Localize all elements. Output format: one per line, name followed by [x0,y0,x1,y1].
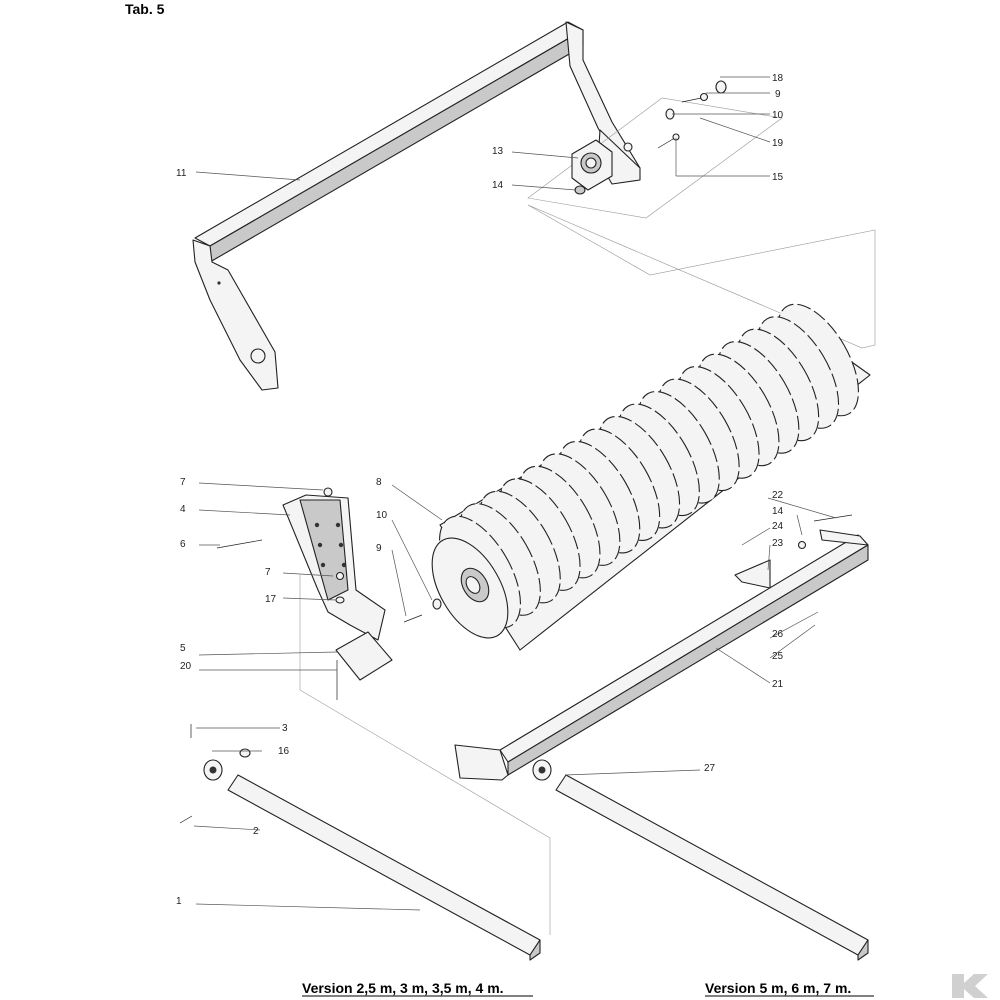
label-9-mid: 9 [376,543,382,554]
label-27: 27 [704,763,716,774]
label-18: 18 [772,73,784,84]
label-2: 2 [253,826,259,837]
bearing-assembly [527,80,783,219]
label-9-top: 9 [775,89,781,100]
label-5: 5 [180,643,186,654]
label-13: 13 [492,146,504,157]
label-22: 22 [772,490,784,501]
label-14-top: 14 [492,180,504,191]
label-25: 25 [772,651,784,662]
label-6: 6 [180,539,186,550]
label-14-right: 14 [772,506,784,517]
caption-left-version: Version 2,5 m, 3 m, 3,5 m, 4 m. [302,980,504,996]
label-10-mid: 10 [376,510,388,521]
page-title: Tab. 5 [125,1,165,17]
label-17: 17 [265,594,277,605]
leader-lines [193,76,837,911]
label-15: 15 [772,172,784,183]
part-labels: 18 9 10 19 15 13 14 11 7 4 6 7 17 5 20 8… [176,73,784,907]
label-3: 3 [282,723,288,734]
label-23: 23 [772,538,784,549]
bracket-assembly-left [216,487,442,700]
frame-part-11 [192,21,641,391]
label-10-top: 10 [772,110,784,121]
caption-right-version: Version 5 m, 6 m, 7 m. [705,980,851,996]
label-1: 1 [176,896,182,907]
drawbar-part-1 [179,724,541,961]
label-20: 20 [180,661,192,672]
scraper-bar-part-21 [454,514,869,781]
label-19: 19 [772,138,784,149]
label-8: 8 [376,477,382,488]
label-4: 4 [180,504,186,515]
drawbar-part-27 [532,759,869,961]
label-26: 26 [772,629,784,640]
roller-end-disc [431,537,509,639]
label-16: 16 [278,746,290,757]
roller-part-8 [439,303,871,651]
k-brand-logo-icon [952,974,988,998]
label-7-mid: 7 [265,567,271,578]
label-11: 11 [176,168,187,179]
label-7-top: 7 [180,477,186,488]
label-24: 24 [772,521,784,532]
label-21: 21 [772,679,784,690]
